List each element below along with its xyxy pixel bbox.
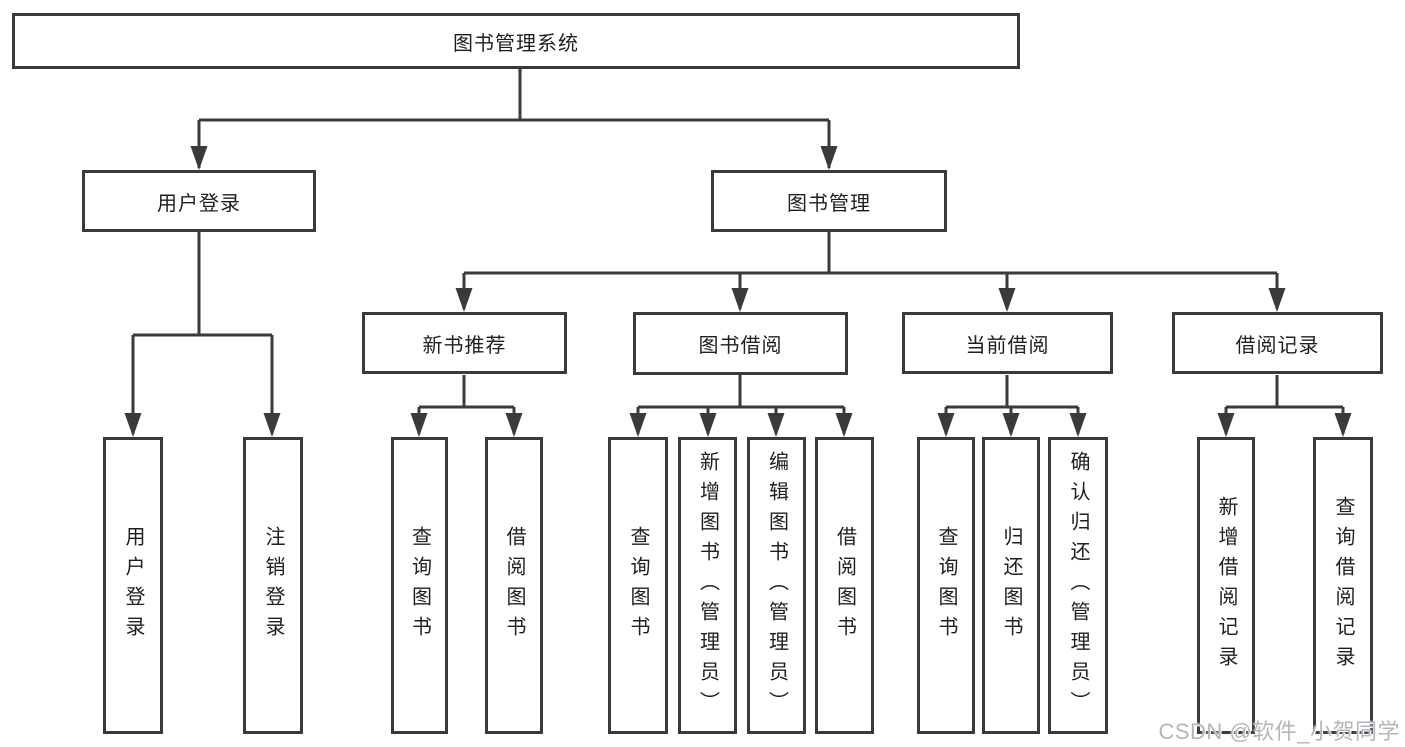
- arrow-down-icon: [410, 413, 428, 437]
- arrow-down-icon: [1268, 288, 1286, 312]
- node-label: 用户登录: [122, 525, 144, 646]
- leaf-edit-books-admin: 编辑图书（管理员）: [747, 437, 806, 734]
- arrow-down-icon: [124, 413, 142, 437]
- arrow-down-icon: [1334, 413, 1352, 437]
- node-label: 借阅记录: [1235, 334, 1320, 357]
- leaf-return-books: 归还图书: [982, 437, 1040, 734]
- arrow-down-icon: [731, 288, 749, 312]
- arrowheads: [124, 146, 1352, 437]
- leaf-borrow-books: 借阅图书: [815, 437, 874, 734]
- arrow-down-icon: [1069, 413, 1087, 437]
- connector-book-borrowing-to-leaves: [636, 375, 846, 434]
- connector-user-login-to-leaves: [131, 232, 274, 434]
- node-label: 归还图书: [1000, 525, 1022, 646]
- arrow-down-icon: [455, 288, 473, 312]
- node-current-borrowing: 当前借阅: [902, 312, 1113, 374]
- leaf-query-borrow-record: 查询借阅记录: [1313, 437, 1373, 734]
- arrow-down-icon: [505, 413, 523, 437]
- node-label: 查询图书: [627, 525, 649, 646]
- arrow-down-icon: [998, 288, 1016, 312]
- arrow-down-icon: [699, 413, 717, 437]
- csdn-watermark: CSDN @软件_小贺同学: [1158, 719, 1400, 744]
- node-label: 查询借阅记录: [1332, 495, 1354, 676]
- connector-book-management-to-level3: [462, 232, 1279, 309]
- node-user-login: 用户登录: [82, 170, 316, 232]
- arrow-down-icon: [820, 146, 838, 170]
- node-label: 注销登录: [262, 525, 284, 646]
- leaf-confirm-return-admin: 确认归还（管理员）: [1048, 437, 1108, 734]
- node-label: 查询图书: [408, 525, 431, 646]
- leaf-user-login: 用户登录: [103, 437, 163, 734]
- arrow-down-icon: [629, 413, 647, 437]
- arrow-down-icon: [835, 413, 853, 437]
- node-label: 新书推荐: [422, 334, 507, 357]
- connector-root-to-level2: [197, 68, 831, 168]
- node-label: 编辑图书（管理员）: [765, 450, 788, 721]
- node-label: 借阅图书: [833, 525, 856, 646]
- arrow-down-icon: [263, 413, 281, 437]
- arrow-down-icon: [1217, 413, 1235, 437]
- leaf-add-books-admin: 新增图书（管理员）: [678, 437, 737, 734]
- node-label: 新增借阅记录: [1215, 495, 1237, 676]
- node-label: 新增图书（管理员）: [696, 450, 719, 721]
- leaf-add-borrow-record: 新增借阅记录: [1197, 437, 1255, 734]
- node-label: 用户登录: [157, 192, 241, 215]
- node-label: 图书借阅: [698, 335, 783, 357]
- node-borrowing-records: 借阅记录: [1172, 312, 1383, 374]
- node-label: 借阅图书: [503, 525, 525, 646]
- leaf-query-books-recommend: 查询图书: [391, 437, 448, 734]
- node-label: 图书管理系统: [453, 32, 579, 55]
- node-library-management-system: 图书管理系统: [12, 13, 1020, 69]
- leaf-query-books-borrow: 查询图书: [608, 437, 668, 734]
- node-label: 图书管理: [787, 192, 871, 215]
- node-book-management: 图书管理: [711, 170, 947, 232]
- node-book-borrowing: 图书借阅: [633, 312, 848, 375]
- leaf-borrow-books-recommend: 借阅图书: [485, 437, 543, 734]
- connector-borrowing-records-to-leaves: [1224, 375, 1345, 434]
- arrow-down-icon: [767, 413, 785, 437]
- node-label: 查询图书: [935, 525, 957, 646]
- arrow-down-icon: [937, 413, 955, 437]
- leaf-logout-login: 注销登录: [243, 437, 303, 734]
- node-label: 当前借阅: [965, 334, 1050, 357]
- arrow-down-icon: [1002, 413, 1020, 437]
- connector-lines: [131, 68, 1345, 434]
- node-new-book-recommend: 新书推荐: [362, 312, 567, 374]
- node-label: 确认归还（管理员）: [1067, 450, 1089, 721]
- leaf-query-books-current: 查询图书: [917, 437, 975, 734]
- arrow-down-icon: [190, 146, 208, 170]
- connector-new-book-recommend-to-leaves: [417, 375, 516, 434]
